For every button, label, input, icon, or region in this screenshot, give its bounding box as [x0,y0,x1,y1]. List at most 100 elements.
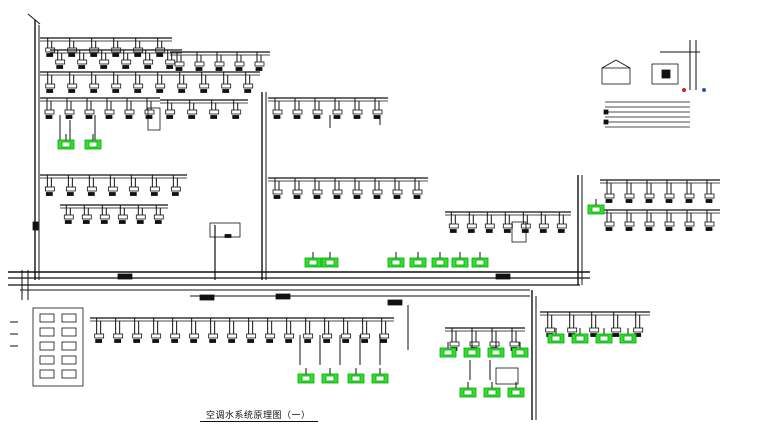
unit-coil-icon [301,375,311,382]
valve-icon [285,339,293,343]
fan-coil-unit-icon [509,341,520,347]
fan-coil-unit-icon [322,333,333,339]
valve-icon [66,192,74,196]
valve-icon [275,293,291,300]
valve-icon [373,115,381,119]
fan-coil-unit-icon [664,221,675,227]
valve-icon [105,115,113,119]
valve-icon [467,229,475,233]
fan-coil-unit-icon [165,59,176,65]
title-underline [200,421,318,422]
equipment-box [147,107,161,131]
fan-coil-unit-icon [63,214,74,220]
fan-coil-unit-icon [312,109,323,115]
legend-symbol [603,109,609,115]
fan-coil-unit-icon [272,109,283,115]
legend-box [601,67,631,85]
valve-icon [152,339,160,343]
fan-coil-unit-icon [292,189,303,195]
valve-icon [46,53,54,57]
valve-icon [95,339,103,343]
valve-icon [665,199,673,203]
fan-coil-unit-icon [39,327,55,337]
valve-icon [200,89,208,93]
unit-coil-icon [591,206,601,213]
valve-icon [380,339,388,343]
valve-icon [485,229,493,233]
pipe-segment [615,59,631,69]
valve-icon [178,89,186,93]
valve-icon [228,339,236,343]
valve-icon [304,339,312,343]
valve-icon [293,115,301,119]
fan-coil-unit-icon [502,223,513,229]
fan-coil-unit-icon [170,186,181,192]
fan-coil-unit-icon [469,341,480,347]
fan-coil-unit-icon [81,214,92,220]
valve-icon [605,227,613,231]
valve-icon [682,88,686,92]
unit-coil-icon [455,259,465,266]
fan-coil-unit-icon [538,223,549,229]
valve-icon [605,199,613,203]
valve-icon [190,339,198,343]
valve-icon [32,221,39,231]
fan-coil-unit-icon [107,186,118,192]
fan-coil-unit-icon [187,109,198,115]
unit-coil-icon [325,259,335,266]
fan-coil-unit-icon [133,83,144,89]
fan-coil-unit-icon [567,327,578,333]
fan-coil-unit-icon [189,333,200,339]
fan-coil-unit-icon [199,83,210,89]
valve-icon [112,53,120,57]
fan-coil-unit-icon [265,333,276,339]
valve-icon [244,89,252,93]
fan-coil-unit-icon [372,189,383,195]
fan-coil-unit-icon [39,355,55,365]
fan-coil-unit-icon [484,223,495,229]
fan-coil-unit-icon [165,109,176,115]
fan-coil-unit-icon [44,109,55,115]
valve-icon [144,65,152,69]
fan-coil-unit-icon [208,333,219,339]
valve-icon [353,195,361,199]
unit-coil-icon [575,335,585,342]
valve-icon [166,65,174,69]
valve-icon [150,192,158,196]
equipment-box [495,367,519,385]
valve-icon [645,227,653,231]
valve-icon [333,195,341,199]
fan-coil-unit-icon [246,333,257,339]
valve-icon [557,229,565,233]
fan-coil-unit-icon [65,186,76,192]
fan-coil-unit-icon [332,109,343,115]
fan-coil-unit-icon [312,189,323,195]
fan-coil-unit-icon [360,333,371,339]
valve-icon [122,65,130,69]
valve-icon [273,195,281,199]
fan-coil-unit-icon [135,214,146,220]
fan-coil-unit-icon [155,83,166,89]
valve-icon [85,115,93,119]
valve-icon [154,220,162,224]
pipe-segment [601,59,617,69]
unit-coil-icon [435,259,445,266]
fan-coil-unit-icon [589,327,600,333]
valve-icon [342,339,350,343]
valve-icon [224,234,232,238]
fan-coil-unit-icon [449,341,460,347]
valve-icon [705,227,713,231]
fan-coil-unit-icon [45,83,56,89]
fan-coil-unit-icon [86,186,97,192]
fan-coil-unit-icon [61,327,77,337]
valve-icon [171,192,179,196]
unit-coil-icon [443,349,453,356]
equipment-box [511,221,527,243]
fan-coil-unit-icon [143,59,154,65]
unit-coil-icon [351,375,361,382]
valve-icon [685,227,693,231]
fan-coil-unit-icon [61,313,77,323]
fan-coil-unit-icon [352,189,363,195]
valve-icon [45,115,53,119]
